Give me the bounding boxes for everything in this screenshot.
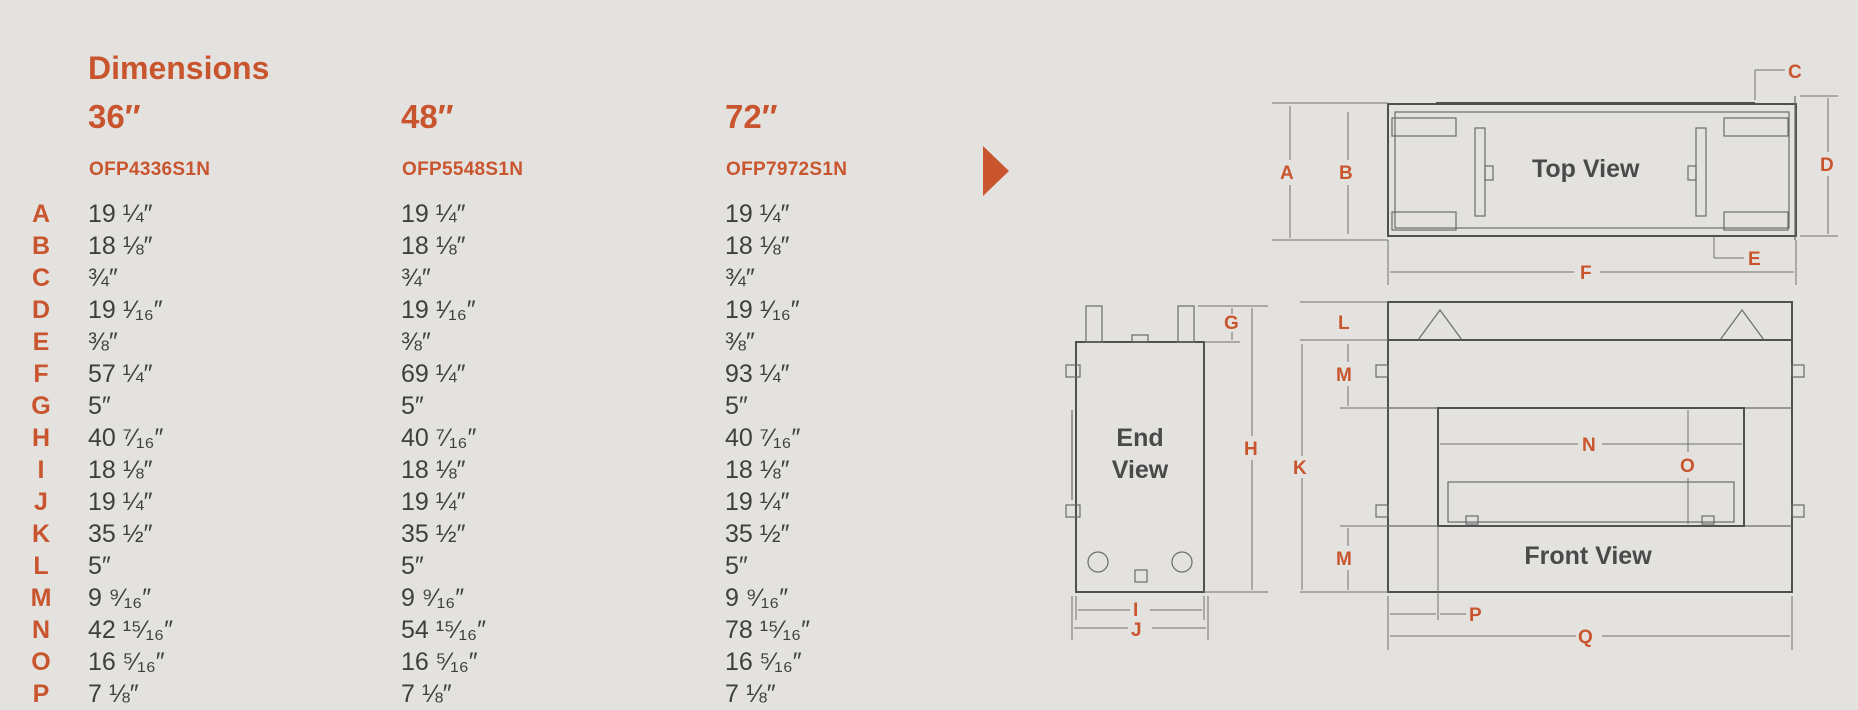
end-view-label-2: View (1112, 456, 1169, 484)
dimension-value: 19 ¼″ (725, 488, 790, 516)
dimension-value: 18 ⅛″ (88, 456, 153, 484)
dim-label-e: E (1748, 249, 1761, 270)
dimension-value: ⅜″ (88, 328, 118, 356)
dimension-value: 19 ¹⁄₁₆″ (725, 296, 800, 324)
row-letter-c: C (31, 264, 51, 292)
dimension-value: 5″ (725, 392, 748, 420)
value-column-72: 19 ¼″ 18 ⅛″ ¾″ 19 ¹⁄₁₆″ ⅜″ 93 ¼″ 5″ 40 ⁷⁄₁₆″ 18 … (725, 198, 810, 710)
dimension-value: 16 ⁵⁄₁₆″ (725, 648, 802, 676)
dimension-value: 18 ⅛″ (725, 456, 790, 484)
size-heading-36: 36″ (88, 98, 141, 135)
dimension-value: 69 ¼″ (401, 360, 466, 388)
dim-label-m-lower: M (1336, 549, 1352, 570)
front-view-label: Front View (1524, 542, 1652, 570)
dimension-value: ¾″ (725, 264, 755, 292)
end-view-label-1: End (1116, 424, 1163, 452)
arrow-right-icon (983, 146, 1009, 196)
dimension-value: 9 ⁹⁄₁₆″ (401, 584, 465, 612)
dimension-value: 57 ¼″ (88, 360, 153, 388)
dim-label-q: Q (1578, 627, 1593, 648)
dim-label-j: J (1131, 620, 1142, 641)
model-number-48: OFP5548S1N (402, 159, 524, 180)
dimension-value: 18 ⅛″ (88, 232, 153, 260)
dimension-value: 19 ¼″ (88, 488, 153, 516)
dimension-value: 19 ¼″ (401, 200, 466, 228)
dimension-value: 42 ¹⁵⁄₁₆″ (88, 616, 173, 644)
row-letter-b: B (31, 232, 51, 260)
dimension-value: 93 ¼″ (725, 360, 790, 388)
dim-label-a: A (1280, 163, 1294, 184)
dimension-value: 19 ¼″ (88, 200, 153, 228)
dim-label-m-upper: M (1336, 365, 1352, 386)
row-letter-o: O (31, 648, 51, 676)
dimension-value: 35 ½″ (401, 520, 466, 548)
row-letter-h: H (31, 424, 51, 452)
dimension-value: 18 ⅛″ (725, 232, 790, 260)
dimension-value: 19 ¼″ (401, 488, 466, 516)
dimension-value: 18 ⅛″ (401, 456, 466, 484)
dimension-value: 5″ (88, 392, 111, 420)
row-letter-f: F (33, 360, 49, 388)
dimension-value: ⅜″ (725, 328, 755, 356)
dimension-value: 54 ¹⁵⁄₁₆″ (401, 616, 486, 644)
row-letter-i: I (37, 456, 45, 484)
top-view-label: Top View (1532, 155, 1640, 183)
model-number-36: OFP4336S1N (89, 159, 211, 180)
dim-label-p: P (1469, 605, 1482, 626)
dimension-value: 19 ¹⁄₁₆″ (401, 296, 476, 324)
dimension-value: ⅜″ (401, 328, 431, 356)
row-letter-n: N (31, 616, 51, 644)
row-letter-g: G (31, 392, 51, 420)
dimension-value: ¾″ (88, 264, 118, 292)
value-column-48: 19 ¼″ 18 ⅛″ ¾″ 19 ¹⁄₁₆″ ⅜″ 69 ¼″ 5″ 40 ⁷⁄₁₆″ 18 … (401, 198, 486, 710)
row-letter-j: J (34, 488, 48, 516)
top-view-drawing: Top View A B C D E F (1272, 62, 1838, 285)
dimension-value: 5″ (401, 392, 424, 420)
dim-label-g: G (1224, 313, 1239, 334)
dimension-value: 40 ⁷⁄₁₆″ (725, 424, 801, 452)
dim-label-n: N (1582, 435, 1596, 456)
dimension-value: 40 ⁷⁄₁₆″ (88, 424, 164, 452)
dimension-value: 5″ (401, 552, 424, 580)
dimension-value: 9 ⁹⁄₁₆″ (88, 584, 152, 612)
size-heading-72: 72″ (725, 98, 778, 135)
row-letter-m: M (30, 584, 52, 612)
dim-label-l: L (1338, 313, 1350, 334)
dim-label-b: B (1339, 163, 1353, 184)
row-letter-l: L (33, 552, 49, 580)
model-number-72: OFP7972S1N (726, 159, 848, 180)
dimension-value: ¾″ (401, 264, 431, 292)
dimension-value: 35 ½″ (88, 520, 153, 548)
dimension-value: 78 ¹⁵⁄₁₆″ (725, 616, 810, 644)
end-view-drawing: End View G H I J (1065, 305, 1268, 641)
dim-label-h: H (1244, 439, 1258, 460)
dimension-value: 5″ (725, 552, 748, 580)
dimension-value: 40 ⁷⁄₁₆″ (401, 424, 477, 452)
dimension-value: 19 ¹⁄₁₆″ (88, 296, 163, 324)
dim-label-c: C (1788, 62, 1802, 83)
dim-label-k: K (1293, 458, 1307, 479)
front-view-drawing: Front View L M K M N O P Q (1293, 301, 1805, 650)
dimension-value: 9 ⁹⁄₁₆″ (725, 584, 789, 612)
dimension-value: 35 ½″ (725, 520, 790, 548)
dimension-value: 16 ⁵⁄₁₆″ (401, 648, 478, 676)
page-title: Dimensions (88, 50, 270, 86)
dim-label-d: D (1820, 155, 1834, 176)
row-letter-d: D (31, 296, 51, 324)
dimension-value: 19 ¼″ (725, 200, 790, 228)
dimension-value: 5″ (88, 552, 111, 580)
dimension-value: 18 ⅛″ (401, 232, 466, 260)
dimension-value: 16 ⁵⁄₁₆″ (88, 648, 165, 676)
dim-label-o: O (1680, 456, 1695, 477)
row-letter-a: A (31, 200, 51, 228)
size-heading-48: 48″ (401, 98, 454, 135)
dim-label-i: I (1133, 600, 1138, 621)
row-letter-e: E (32, 328, 50, 356)
dim-label-f: F (1580, 263, 1592, 284)
row-letter-k: K (31, 520, 51, 548)
